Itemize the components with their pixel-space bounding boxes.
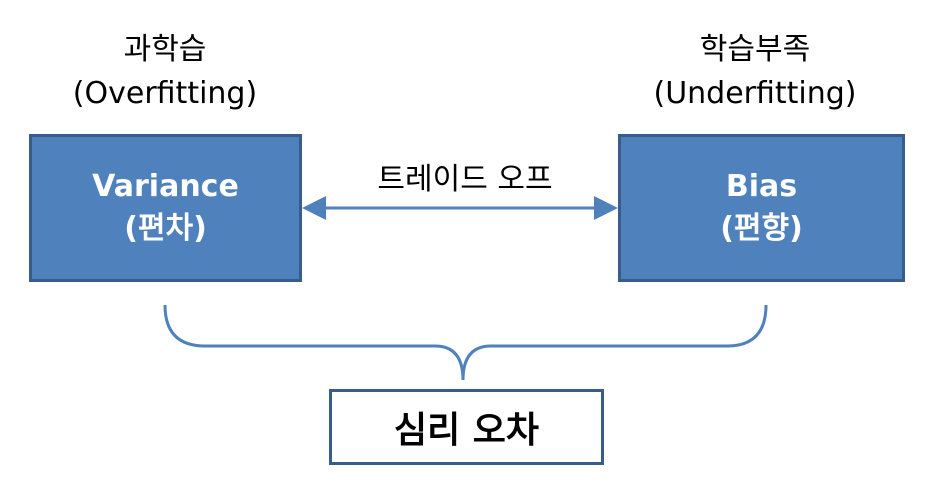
underfitting-caption-korean: 학습부족 bbox=[699, 32, 811, 67]
overfitting-caption-english: (Overfitting) bbox=[72, 76, 258, 111]
variance-box-subtitle: (편차) bbox=[124, 211, 207, 246]
bias-box-title: Bias bbox=[725, 169, 798, 204]
bias-box: Bias (편향) bbox=[618, 134, 905, 282]
overfitting-caption: 과학습 (Overfitting) bbox=[40, 28, 290, 116]
error-result-box: 심리 오차 bbox=[329, 389, 604, 465]
variance-box-title: Variance bbox=[92, 169, 239, 204]
bias-box-subtitle: (편향) bbox=[720, 211, 803, 246]
summation-brace bbox=[163, 304, 768, 381]
error-result-label: 심리 오차 bbox=[393, 410, 539, 451]
overfitting-caption-korean: 과학습 bbox=[123, 32, 207, 67]
variance-box: Variance (편차) bbox=[29, 134, 302, 282]
underfitting-caption: 학습부족 (Underfitting) bbox=[620, 28, 890, 116]
underfitting-caption-english: (Underfitting) bbox=[653, 76, 857, 111]
tradeoff-label: 트레이드 오프 bbox=[377, 162, 553, 197]
